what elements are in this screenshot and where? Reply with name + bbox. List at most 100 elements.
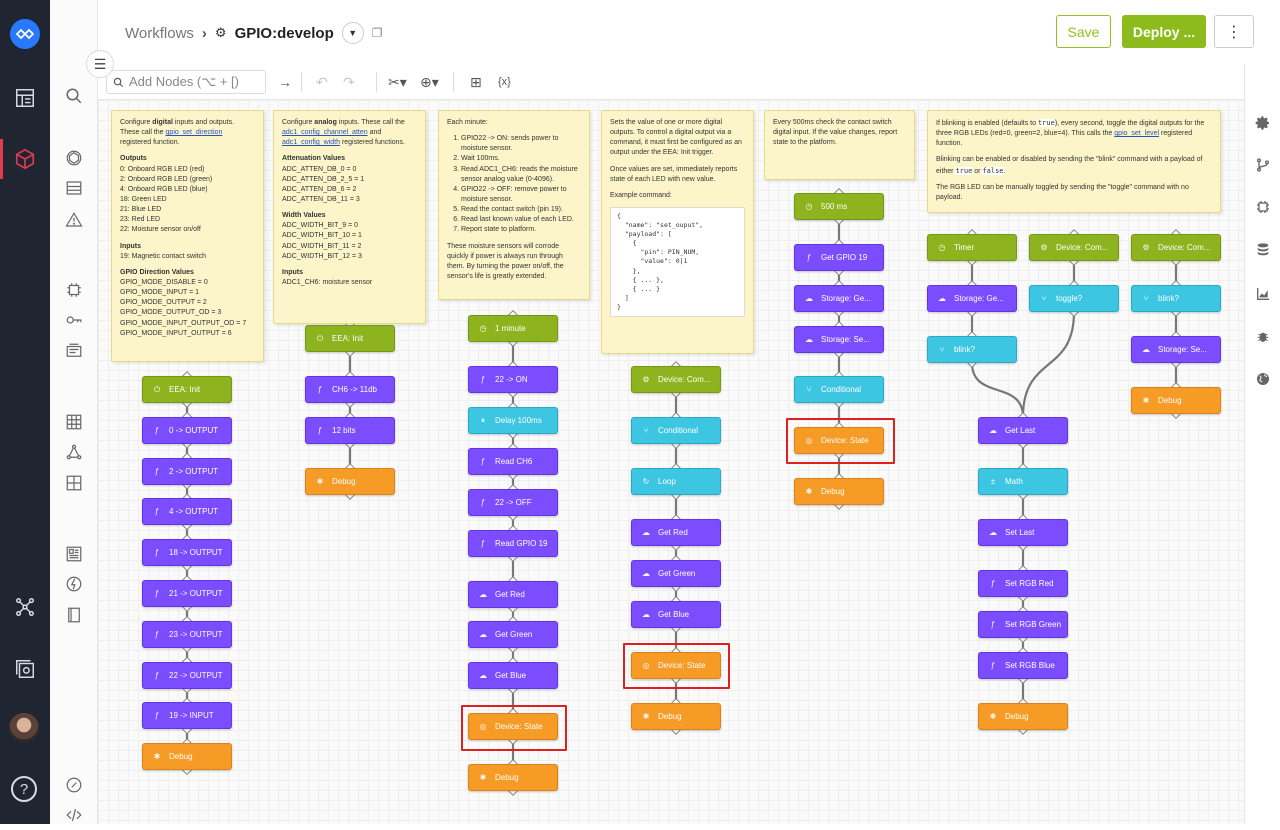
breadcrumb-workflows-link[interactable]: Workflows bbox=[125, 24, 194, 42]
save-button[interactable]: Save bbox=[1056, 15, 1111, 48]
workflow-node[interactable]: ⑂toggle? bbox=[1029, 285, 1119, 312]
workflow-node[interactable]: ✱Debug bbox=[1131, 387, 1221, 414]
workflow-node[interactable]: ✱Debug bbox=[305, 468, 395, 495]
add-nodes-search[interactable]: Add Nodes (⌥ + [) bbox=[106, 70, 266, 94]
workflow-node[interactable]: ☁Get Green bbox=[631, 560, 721, 587]
workflow-node[interactable]: ☁Get Green bbox=[468, 621, 558, 648]
sticky-note[interactable]: Configure digital inputs and outputs. Th… bbox=[111, 110, 264, 362]
workflow-node[interactable]: ↻Loop bbox=[631, 468, 721, 495]
workflow-node[interactable]: ◎Device: State bbox=[794, 427, 884, 454]
workflow-node[interactable]: ◷Timer bbox=[927, 234, 1017, 261]
undo-icon[interactable]: ↶ bbox=[316, 73, 328, 90]
deploy-button[interactable]: Deploy ... bbox=[1122, 15, 1206, 48]
device-chip-icon[interactable] bbox=[1245, 193, 1280, 221]
workflow-node[interactable]: ⚙Device: Com... bbox=[1029, 234, 1119, 261]
workflow-node[interactable]: ☁Storage: Se... bbox=[794, 326, 884, 353]
dashboards-icon[interactable] bbox=[0, 83, 50, 113]
workflow-node[interactable]: ☁Get Last bbox=[978, 417, 1068, 444]
webhooks-icon[interactable] bbox=[50, 569, 97, 599]
workflow-canvas[interactable]: Configure digital inputs and outputs. Th… bbox=[98, 100, 1244, 824]
workflow-node[interactable]: ⑂Conditional bbox=[794, 376, 884, 403]
workflow-node[interactable]: ✱Debug bbox=[631, 703, 721, 730]
storage-database-icon[interactable] bbox=[1245, 236, 1280, 264]
dashboard-list-icon[interactable] bbox=[50, 539, 97, 569]
sticky-note[interactable]: Configure analog inputs. These call the … bbox=[273, 110, 426, 324]
sticky-note[interactable]: Every 500ms check the contact switch dig… bbox=[764, 110, 915, 180]
compass-icon[interactable] bbox=[50, 770, 97, 800]
resources-icon[interactable] bbox=[50, 437, 97, 467]
workflow-node[interactable]: ⏻EEA: Init bbox=[142, 376, 232, 403]
network-nodes-icon[interactable] bbox=[0, 592, 50, 622]
workflow-node[interactable]: ⏸Delay 100ms bbox=[468, 407, 558, 434]
integrations-icon[interactable] bbox=[50, 468, 97, 498]
chart-area-icon[interactable] bbox=[1245, 280, 1280, 308]
sticky-note[interactable]: Each minute:GPIO22 -> ON: sends power to… bbox=[438, 110, 590, 300]
workflow-node[interactable]: ✱Debug bbox=[142, 743, 232, 771]
workflow-node[interactable]: ☁Get Red bbox=[468, 581, 558, 608]
copy-icon[interactable]: ❐ bbox=[371, 26, 383, 40]
overview-icon[interactable] bbox=[50, 143, 97, 173]
workflow-node[interactable]: ✱Debug bbox=[794, 478, 884, 505]
keys-icon[interactable] bbox=[50, 305, 97, 335]
workflow-node[interactable]: ✱Debug bbox=[978, 703, 1068, 730]
globe-icon[interactable] bbox=[1245, 365, 1280, 393]
data-tables-icon[interactable] bbox=[50, 407, 97, 437]
sticky-note[interactable]: If blinking is enabled (defaults to true… bbox=[927, 110, 1221, 213]
workflow-node[interactable]: ☁Get Blue bbox=[631, 601, 721, 628]
workflow-node[interactable]: ⑂Conditional bbox=[631, 417, 721, 444]
search-icon[interactable] bbox=[50, 81, 97, 111]
settings-gear-icon[interactable] bbox=[1245, 109, 1280, 137]
code-icon[interactable] bbox=[50, 800, 97, 830]
files-icon[interactable] bbox=[50, 336, 97, 366]
applications-cube-icon[interactable] bbox=[0, 144, 50, 174]
organizations-icon[interactable] bbox=[0, 654, 50, 684]
comment-add-icon[interactable]: ⊞ bbox=[470, 73, 482, 90]
workflow-node[interactable]: ☁Set Last bbox=[978, 519, 1068, 546]
version-branch-icon[interactable] bbox=[1245, 151, 1280, 179]
workflow-node[interactable]: ±Math bbox=[978, 468, 1068, 495]
workflow-node[interactable]: ☁Get Red bbox=[631, 519, 721, 546]
debug-bug-icon[interactable] bbox=[1245, 322, 1280, 350]
workflow-node[interactable]: ⚙Device: Com... bbox=[631, 366, 721, 393]
chip-icon[interactable] bbox=[50, 275, 97, 305]
redo-icon[interactable]: ↷ bbox=[343, 73, 355, 90]
arrow-right-icon[interactable]: → bbox=[278, 74, 292, 90]
workflow-node[interactable]: ☁Get Blue bbox=[468, 662, 558, 689]
workflow-node[interactable]: ⚙Device: Com... bbox=[1131, 234, 1221, 261]
more-options-button[interactable]: ⋮ bbox=[1214, 15, 1254, 48]
help-icon[interactable]: ? bbox=[11, 776, 37, 802]
workflow-node[interactable]: ◎Device: State bbox=[631, 652, 721, 679]
zoom-icon[interactable]: ⊕▾ bbox=[420, 73, 439, 90]
devices-icon[interactable] bbox=[50, 173, 97, 203]
variables-icon[interactable]: {x} bbox=[498, 76, 511, 88]
book-icon[interactable] bbox=[50, 600, 97, 630]
workflow-node[interactable]: ☁Storage: Ge... bbox=[794, 285, 884, 312]
workflow-node[interactable]: ◷500 ms bbox=[794, 193, 884, 220]
workflow-node[interactable]: ⑂blink? bbox=[927, 336, 1017, 363]
sticky-note[interactable]: Sets the value of one or more digital ou… bbox=[601, 110, 754, 354]
workflow-node[interactable]: ◎Device: State bbox=[468, 713, 558, 740]
workflow-node[interactable]: ✱Debug bbox=[468, 764, 558, 791]
workflow-node[interactable]: ☁Storage: Se... bbox=[1131, 336, 1221, 363]
workflow-node[interactable]: ◷1 minute bbox=[468, 315, 558, 342]
workflow-node[interactable]: ☁Storage: Ge... bbox=[927, 285, 1017, 312]
user-avatar[interactable] bbox=[9, 713, 39, 743]
workflow-node[interactable]: ⑂blink? bbox=[1131, 285, 1221, 312]
app-logo[interactable] bbox=[10, 19, 40, 49]
